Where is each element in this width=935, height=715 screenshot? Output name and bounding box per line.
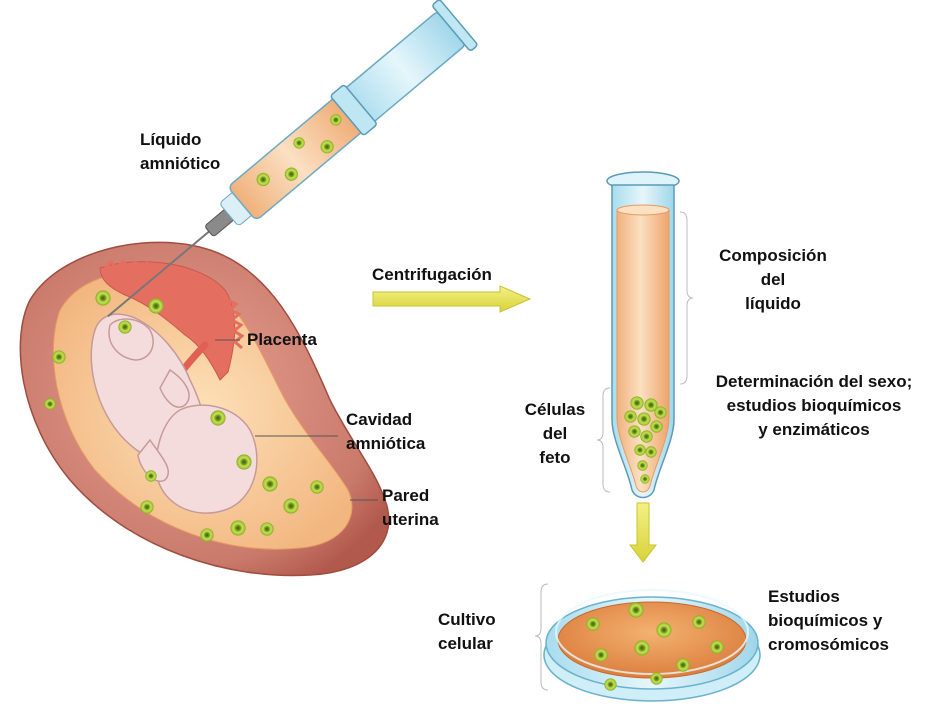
label-line: Placenta <box>247 328 317 352</box>
label-line: uterina <box>382 508 439 532</box>
label-placenta: Placenta <box>247 328 317 352</box>
label-centrifugacion: Centrifugación <box>372 263 492 287</box>
label-line: Cavidad <box>346 408 425 432</box>
label-line: líquido <box>712 292 834 316</box>
label-determinacion-sexo: Determinación del sexo; estudios bioquím… <box>700 370 928 442</box>
label-line: Determinación del sexo; <box>700 370 928 394</box>
down-arrow <box>630 503 656 562</box>
label-composicion-del-liquido: Composición del líquido <box>712 244 834 316</box>
label-cavidad-amniotica: Cavidad amniótica <box>346 408 425 456</box>
label-line: amniótica <box>346 432 425 456</box>
label-line: cromosómicos <box>768 633 889 657</box>
label-celulas-del-feto: Células del feto <box>518 398 592 470</box>
uterus-illustration <box>20 242 388 575</box>
label-line: y enzimáticos <box>700 418 928 442</box>
label-line: Pared <box>382 484 439 508</box>
label-line: Centrifugación <box>372 263 492 287</box>
label-estudios-bioquimicos-cromosomicos: Estudios bioquímicos y cromosómicos <box>768 585 889 657</box>
label-line: Líquido <box>140 128 220 152</box>
label-pared-uterina: Pared uterina <box>382 484 439 532</box>
label-line: bioquímicos y <box>768 609 889 633</box>
petri-dish <box>544 590 760 701</box>
label-line: Composición <box>712 244 834 268</box>
label-line: Estudios <box>768 585 889 609</box>
label-line: amniótico <box>140 152 220 176</box>
label-line: celular <box>438 632 496 656</box>
label-cultivo-celular: Cultivo celular <box>438 608 496 656</box>
label-line: Cultivo <box>438 608 496 632</box>
label-line: del <box>518 422 592 446</box>
label-liquido-amniotico: Líquido amniótico <box>140 128 220 176</box>
culture-medium <box>558 602 746 678</box>
label-line: estudios bioquímicos <box>700 394 928 418</box>
centrifuge-arrow <box>373 286 530 312</box>
label-line: Células <box>518 398 592 422</box>
test-tube <box>607 172 679 498</box>
label-line: feto <box>518 446 592 470</box>
label-line: del <box>712 268 834 292</box>
